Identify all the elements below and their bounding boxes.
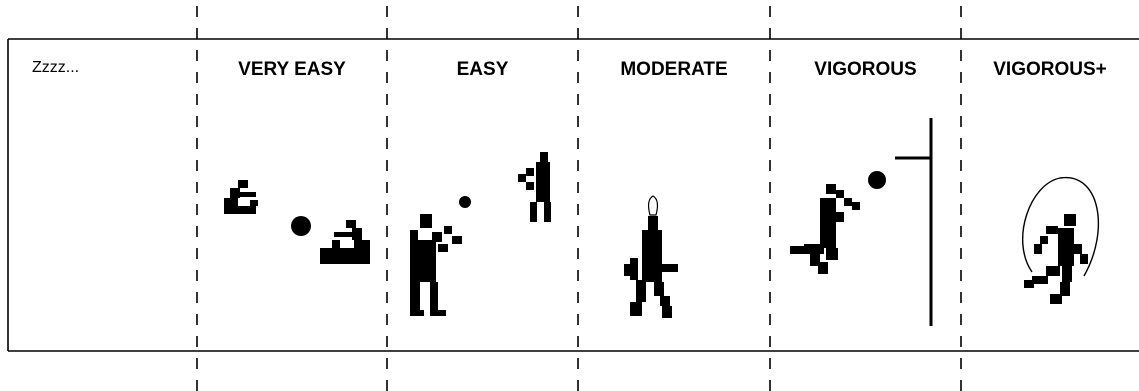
basketball-jumper-icon	[790, 118, 931, 326]
category-label-moderate: MODERATE	[578, 56, 770, 84]
category-label-easy: EASY	[387, 56, 578, 84]
category-label-very-easy: VERY EASY	[197, 56, 387, 84]
walking-person-icon	[624, 196, 678, 318]
category-label-vigorous: VIGOROUS	[770, 56, 961, 84]
category-label-vigorous-plus: VIGOROUS+	[961, 56, 1139, 84]
catch-players-icon	[410, 152, 551, 316]
scale-frame	[8, 39, 1139, 351]
category-label-sleep: Zzzz...	[32, 54, 172, 82]
seated-players-with-ball-icon	[224, 180, 370, 264]
jump-rope-icon	[1023, 178, 1099, 304]
